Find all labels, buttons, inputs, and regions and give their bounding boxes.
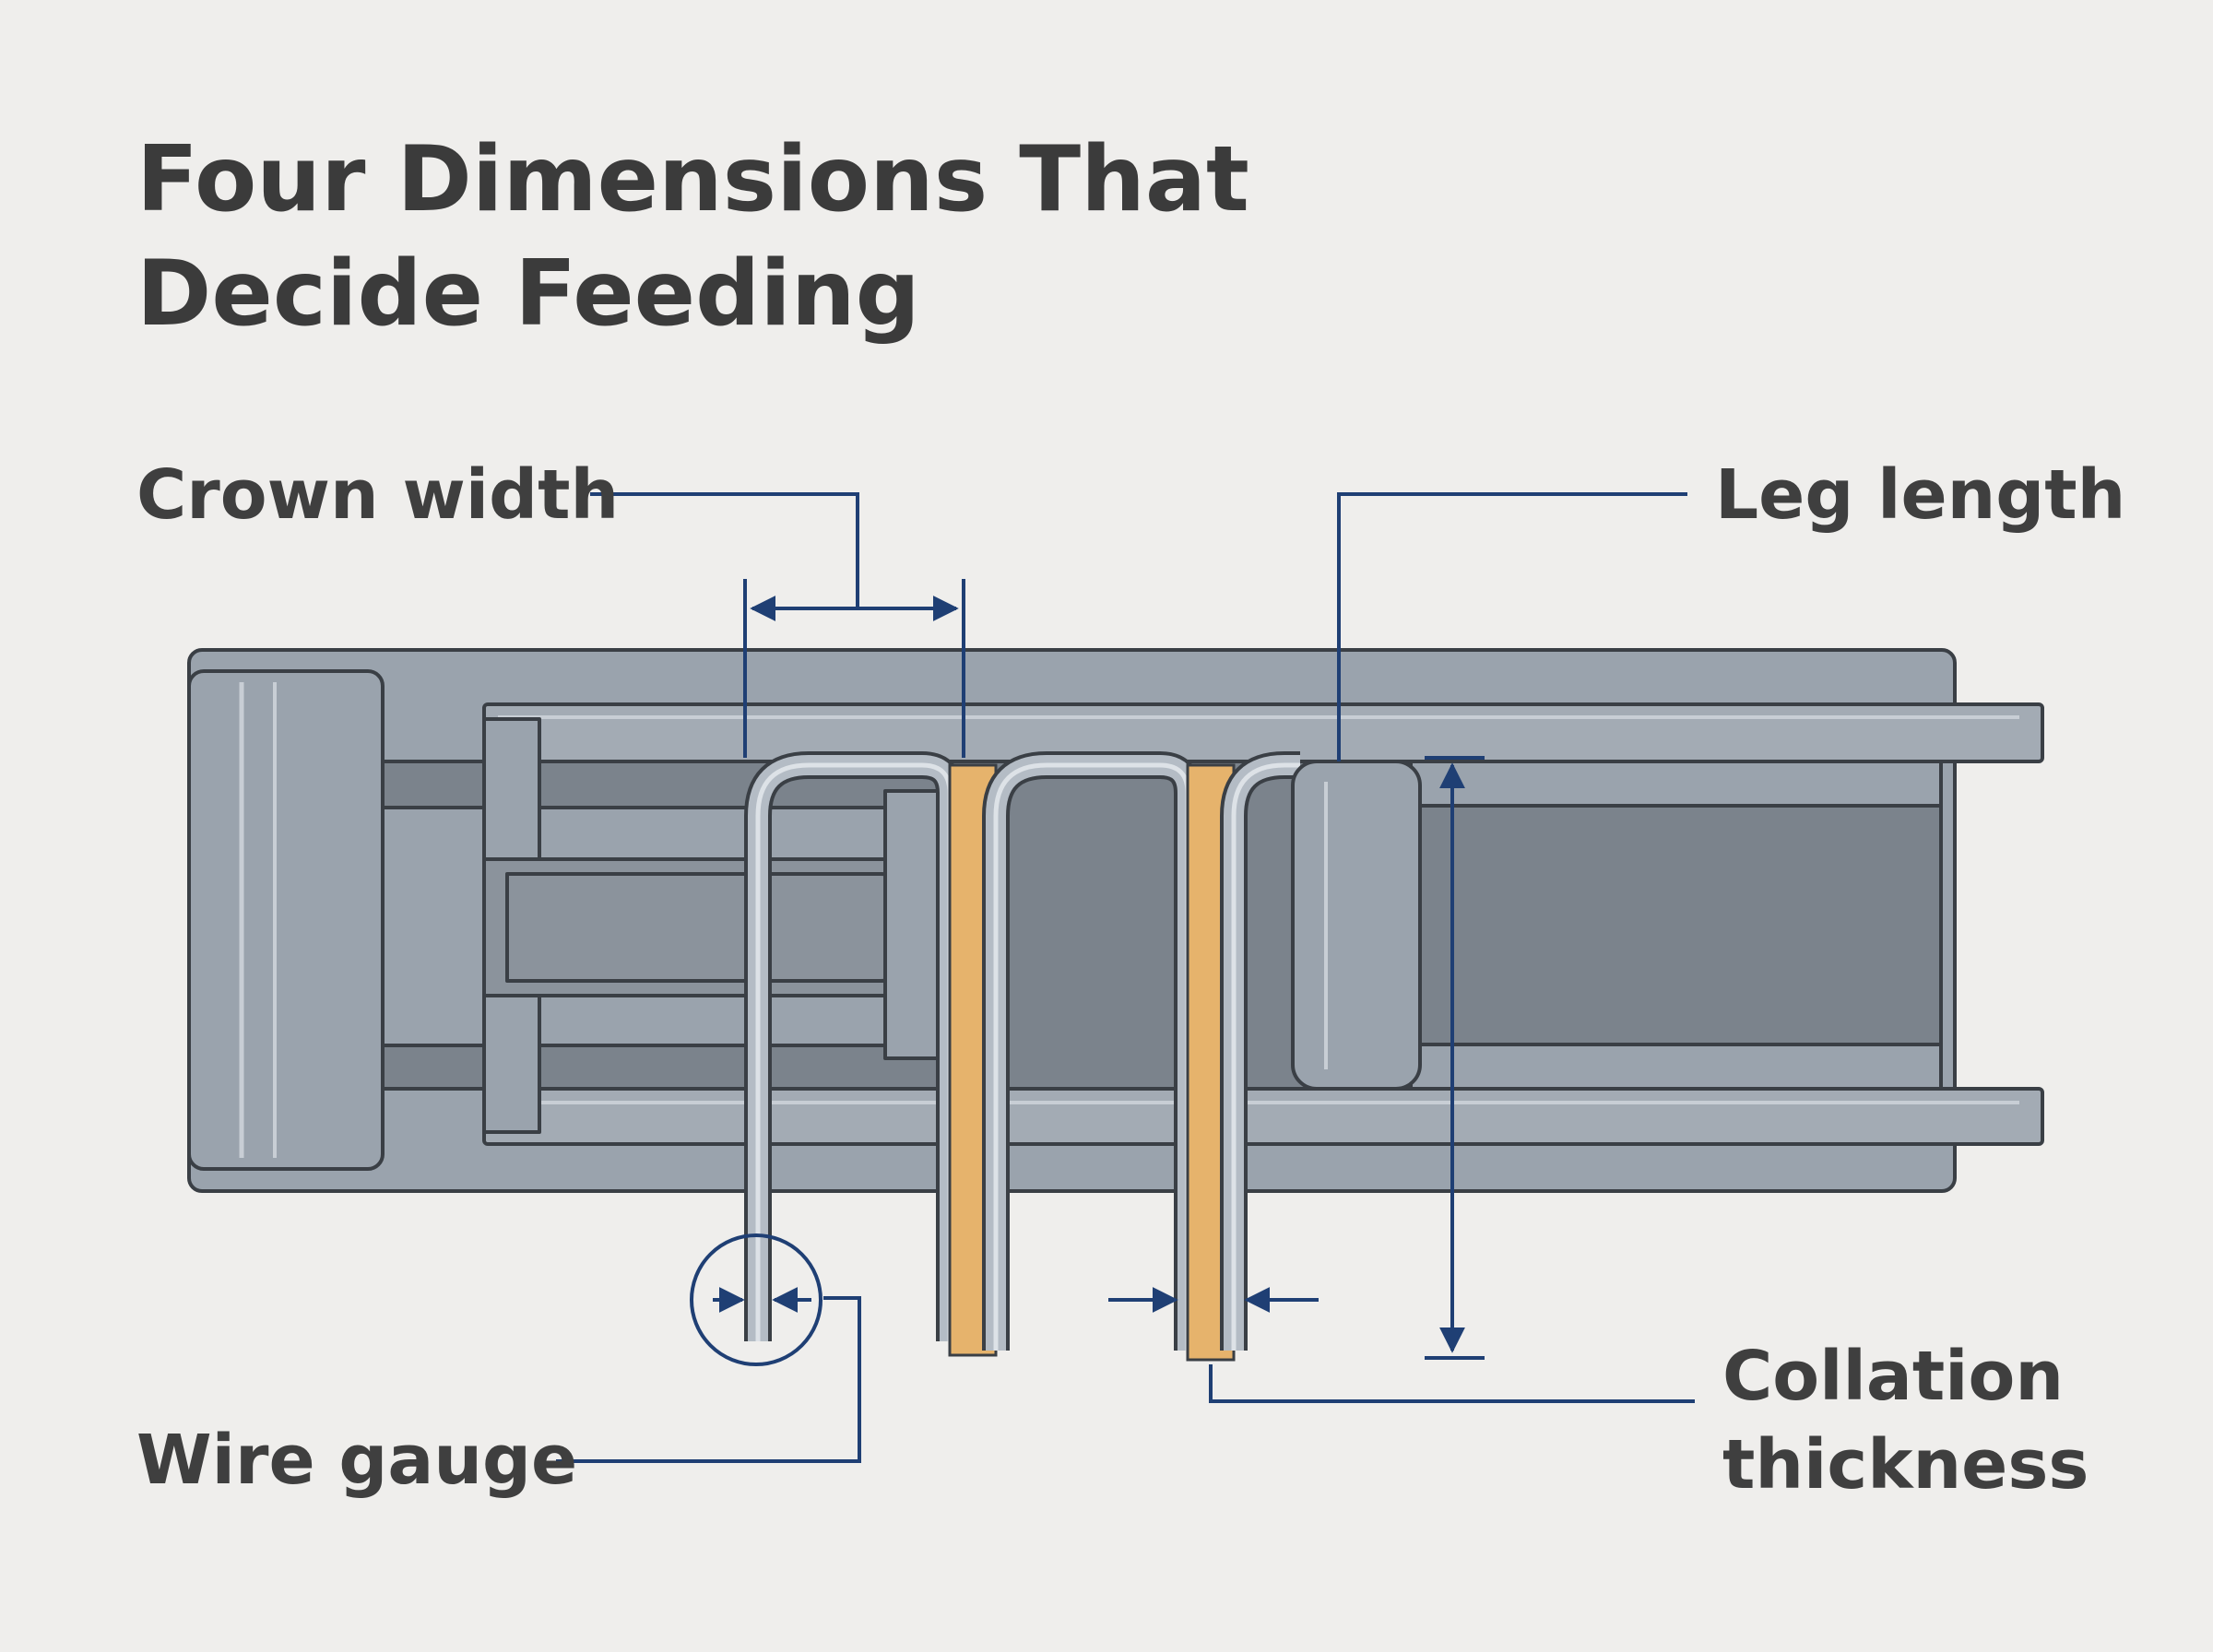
title-line-1: Four Dimensions That (136, 127, 1249, 232)
collation-label-line-2: thickness (1722, 1425, 2089, 1504)
wire-gauge-circle (690, 1233, 822, 1366)
collation-thickness-dimension (1108, 1287, 1695, 1403)
crown-width-dimension (590, 492, 965, 758)
collation-label-line-1: Collation (1722, 1337, 2064, 1416)
front-stop-block (1291, 760, 1422, 1091)
leg-length-label: Leg length (1715, 455, 2125, 535)
staple-strip (744, 751, 1300, 1362)
title-line-2: Decide Feeding (136, 242, 920, 347)
wire-gauge-dimension (556, 1233, 861, 1463)
wire-gauge-label: Wire gauge (136, 1421, 577, 1500)
leg-length-dimension (1337, 492, 1687, 1360)
pusher-assembly (381, 717, 944, 1134)
crown-width-label: Crown width (136, 455, 619, 535)
